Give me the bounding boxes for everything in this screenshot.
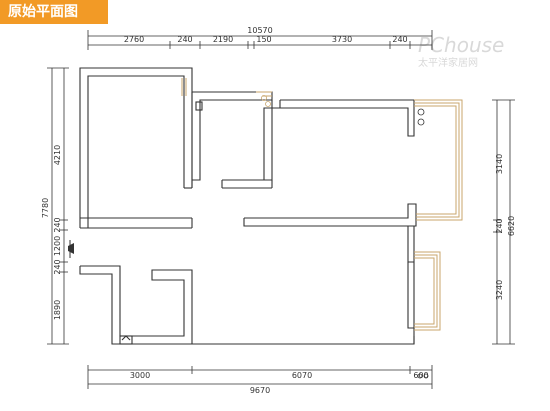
left-seg-5-label: 1890 <box>53 300 62 320</box>
top-total-label: 10570 <box>247 26 272 35</box>
title-tab: 原始平面图 <box>0 0 108 24</box>
top-seg-5-label: 3730 <box>332 35 352 44</box>
right-total-label: 6620 <box>507 216 516 236</box>
top-seg-4-label: 150 <box>256 35 271 44</box>
left-seg-1-label: 4210 <box>53 145 62 165</box>
top-seg-2-label: 240 <box>177 35 192 44</box>
top-seg-3-label: 2190 <box>213 35 233 44</box>
walls <box>79 67 417 345</box>
top-dimension-line <box>87 30 433 50</box>
left-seg-2-label: 240 <box>53 217 62 232</box>
wall-bedroom-inner <box>87 75 185 220</box>
left-seg-4-label: 240 <box>53 259 62 274</box>
bottom-seg-2-label: 6070 <box>292 371 312 380</box>
bottom-dimension-line <box>87 365 433 389</box>
balcony-windows <box>181 78 463 331</box>
wall-bedroom-outer <box>79 67 193 218</box>
left-dimension-line <box>47 67 69 345</box>
right-dimension-line <box>492 99 515 345</box>
bottom-seg-1-label: 3000 <box>130 371 150 380</box>
left-seg-3-label: 1200 <box>53 236 62 256</box>
fixture-circles <box>261 95 429 379</box>
top-seg-6-label: 240 <box>392 35 407 44</box>
bottom-total-label: 9670 <box>250 386 270 395</box>
watermark-tagline: 太平洋家居网 <box>418 56 478 69</box>
top-seg-1-label: 2760 <box>124 35 144 44</box>
plan-title: 原始平面图 <box>8 4 78 20</box>
left-total-label: 7780 <box>41 198 50 218</box>
right-seg-3-label: 3240 <box>495 280 504 300</box>
bottom-seg-3-label: 600 <box>413 371 428 380</box>
right-seg-1-label: 3140 <box>495 154 504 174</box>
entrance-marker <box>68 240 74 258</box>
right-seg-2-label: 240 <box>495 218 504 233</box>
